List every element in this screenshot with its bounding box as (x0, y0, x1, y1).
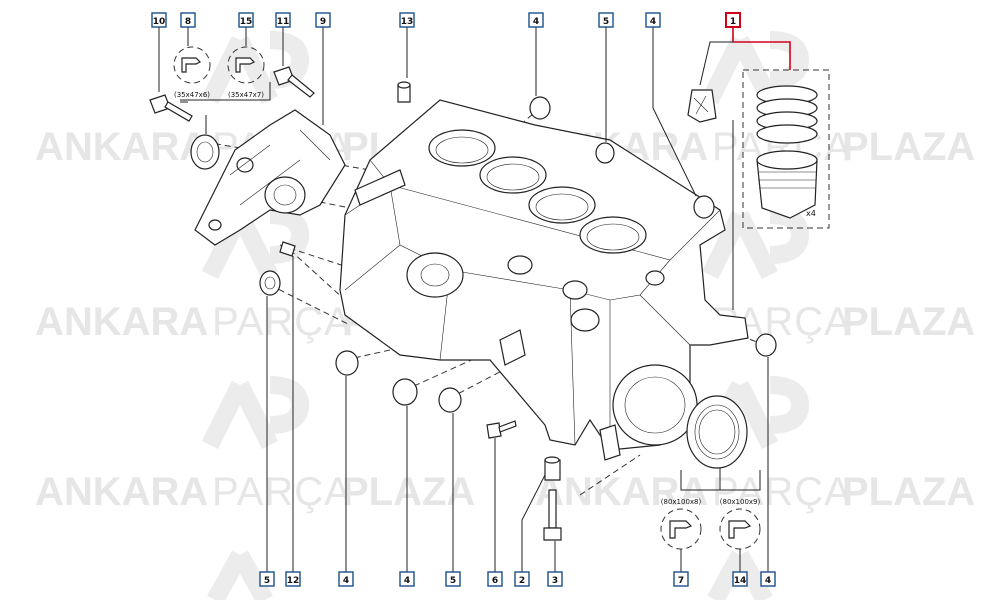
seal-detail-8: (35x47x6) (173, 46, 211, 99)
leader-lines (158, 27, 791, 572)
svg-text:PARÇA: PARÇA (212, 470, 352, 514)
svg-text:4: 4 (650, 17, 656, 27)
callout-7: 7 (673, 571, 689, 587)
svg-text:PARÇA: PARÇA (712, 470, 852, 514)
callout-15: 15 (238, 12, 254, 28)
seal-8-dim: (35x47x6) (174, 91, 210, 99)
watermark-text-row-3: ANKARA PARÇA PLAZA ANKARA PARÇA PLAZA (35, 470, 975, 514)
callout-8: 8 (180, 12, 196, 28)
svg-text:PLAZA: PLAZA (842, 470, 975, 514)
cylinder-bores (428, 129, 647, 254)
callout-5-bottom-b: 5 (445, 571, 461, 587)
seal-15-dim: (35x47x7) (228, 91, 264, 99)
svg-text:5: 5 (450, 576, 456, 586)
callout-4-bottom-c: 4 (760, 571, 776, 587)
svg-text:1: 1 (730, 17, 736, 27)
callout-10: 10 (151, 12, 167, 28)
svg-text:PARÇA: PARÇA (212, 300, 352, 344)
bolt-6 (486, 420, 517, 439)
svg-text:3: 3 (552, 576, 558, 586)
svg-text:11: 11 (277, 17, 290, 27)
piston-kit: x4 (687, 69, 830, 229)
pin-bag-icon (687, 89, 717, 123)
svg-text:6: 6 (492, 576, 498, 586)
callout-4-bottom-a: 4 (338, 571, 354, 587)
svg-text:PLAZA: PLAZA (342, 470, 475, 514)
svg-text:7: 7 (678, 576, 684, 586)
bolt-11 (273, 66, 315, 98)
block-side-details (354, 169, 698, 461)
rear-seal (686, 395, 748, 469)
svg-text:10: 10 (153, 17, 166, 27)
svg-text:PLAZA: PLAZA (842, 125, 975, 169)
svg-text:9: 9 (320, 17, 326, 27)
sleeve-2 (544, 456, 561, 481)
seal-detail-14: (80x100x9) (719, 498, 761, 550)
seal-14-dim: (80x100x9) (720, 498, 761, 506)
svg-text:15: 15 (240, 17, 253, 27)
callout-6: 6 (487, 571, 503, 587)
callout-1-highlighted: 1 (725, 12, 741, 28)
svg-text:12: 12 (287, 576, 300, 586)
svg-text:4: 4 (404, 576, 410, 586)
engine-block (339, 99, 749, 461)
svg-text:14: 14 (734, 576, 747, 586)
seal-detail-15: (35x47x7) (227, 46, 265, 99)
svg-text:ANKARA: ANKARA (35, 300, 208, 344)
plug-5-left (259, 270, 281, 296)
svg-text:4: 4 (343, 576, 349, 586)
seal-7-dim: (80x100x8) (661, 498, 702, 506)
dowel-13 (397, 81, 411, 103)
svg-text:PLAZA: PLAZA (842, 300, 975, 344)
svg-text:ANKARA: ANKARA (535, 470, 708, 514)
callout-12: 12 (285, 571, 301, 587)
oil-pump-cover (194, 109, 346, 246)
svg-text:ANKARA: ANKARA (35, 125, 208, 169)
seal-detail-7: (80x100x8) (660, 498, 702, 550)
callout-3: 3 (547, 571, 563, 587)
piston (756, 150, 818, 219)
svg-text:4: 4 (765, 576, 771, 586)
plugs (335, 96, 777, 413)
callout-11: 11 (275, 12, 291, 28)
bolt-3 (543, 489, 562, 541)
callout-5-bottom-a: 5 (259, 571, 275, 587)
bolt-10 (149, 94, 193, 122)
callout-9: 9 (315, 12, 331, 28)
svg-text:13: 13 (401, 17, 414, 27)
callout-4-top-a: 4 (528, 12, 544, 28)
callout-14: 14 (732, 571, 748, 587)
callout-5-top: 5 (598, 12, 614, 28)
svg-text:8: 8 (185, 17, 191, 27)
svg-text:4: 4 (533, 17, 539, 27)
front-seal (190, 134, 220, 170)
svg-text:2: 2 (519, 576, 525, 586)
svg-text:ANKARA: ANKARA (35, 470, 208, 514)
callout-4-bottom-b: 4 (399, 571, 415, 587)
dowel-12 (279, 241, 296, 257)
svg-text:5: 5 (603, 17, 609, 27)
svg-text:5: 5 (264, 576, 270, 586)
piston-qty-label: x4 (806, 209, 816, 218)
piston-rings (756, 85, 818, 144)
callout-2: 2 (514, 571, 530, 587)
callout-4-top-b: 4 (645, 12, 661, 28)
callout-13: 13 (399, 12, 415, 28)
